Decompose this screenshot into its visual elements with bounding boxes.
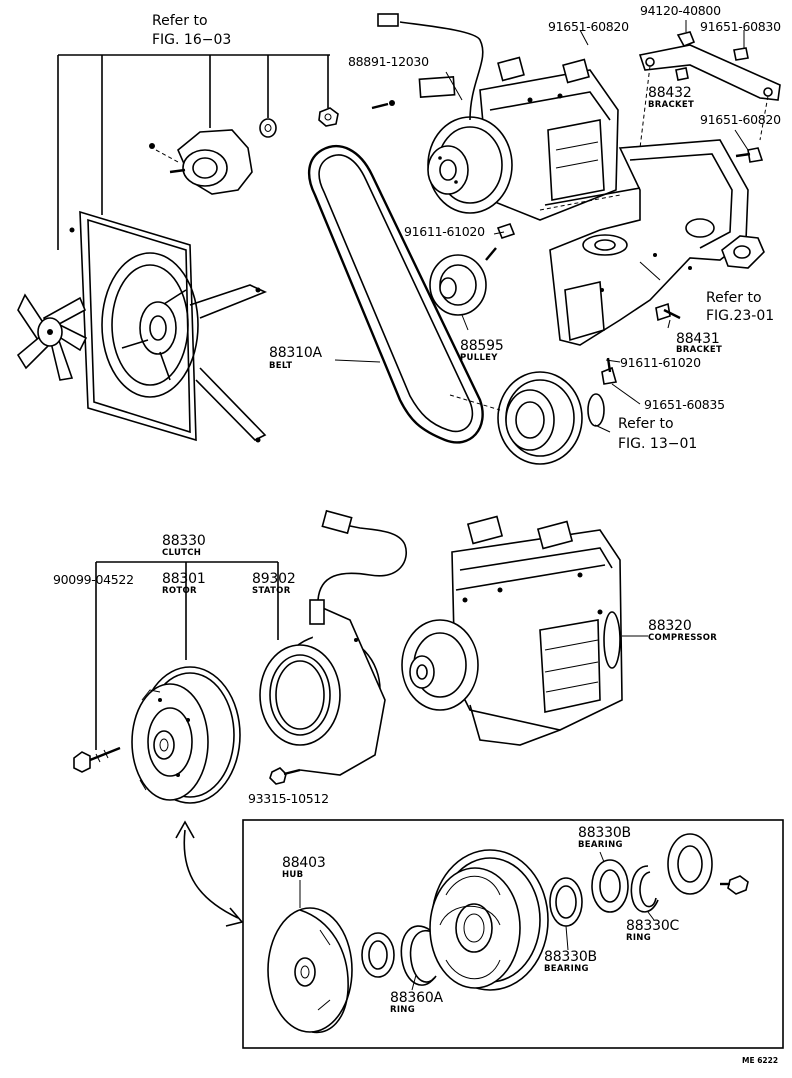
part-88403: 88403: [282, 855, 326, 871]
stator-screw: [269, 767, 301, 785]
detail-nut: [720, 875, 749, 895]
cover-plate: [667, 833, 713, 895]
part-91651-60835: 91651-60835: [644, 397, 725, 412]
refer-fig-13-01-line2: FIG. 13−01: [618, 436, 698, 452]
label-plate: [418, 75, 456, 99]
refer-fig-16-03-line1: Refer to: [152, 13, 208, 29]
part-88403-name: HUB: [282, 870, 304, 880]
field-coil-stator: [259, 509, 407, 776]
clutch-bracket-leader: [95, 561, 279, 750]
compressor-top-assembly: [377, 13, 619, 221]
small-bolt: [371, 100, 395, 110]
refer-fig-13-01-line1: Refer to: [618, 416, 674, 432]
part-88320-name: COMPRESSOR: [648, 633, 718, 643]
part-88330-name: CLUTCH: [162, 548, 202, 558]
part-91611-61020-top: 91611-61020: [404, 224, 485, 239]
detail-box: [242, 819, 784, 1049]
part-88310a-name: BELT: [269, 361, 293, 371]
fan-shroud: [69, 210, 268, 443]
idler-pulley: [429, 247, 497, 331]
part-88320: 88320: [648, 618, 692, 634]
bearing-outer: [591, 859, 629, 913]
part-88330c-name: RING: [626, 933, 651, 943]
part-88432-name: BRACKET: [648, 100, 695, 110]
part-88595: 88595: [460, 338, 504, 354]
fan-blade: [16, 293, 88, 381]
part-91611-61020-bottom: 91611-61020: [620, 355, 701, 370]
part-88431-name: BRACKET: [676, 345, 723, 355]
part-88330: 88330: [162, 533, 206, 549]
part-89302-name: STATOR: [252, 586, 291, 596]
part-91651-60820-right: 91651-60820: [700, 112, 781, 127]
part-88360a: 88360A: [390, 990, 443, 1006]
snap-ring-88330c: [630, 865, 659, 913]
gasket-plate: [721, 235, 765, 269]
spacer-collar: [259, 118, 277, 138]
drive-belt: [307, 145, 484, 444]
part-88431: 88431: [676, 331, 720, 347]
shim: [361, 932, 395, 978]
part-91651-60820-top: 91651-60820: [548, 19, 629, 34]
refer-fig-23-01-line2: FIG.23-01: [706, 308, 775, 324]
part-88330b-top-name: BEARING: [578, 840, 623, 850]
drawing-code: ME 6222: [742, 1056, 779, 1065]
clutch-rotor-hub: [131, 666, 241, 804]
part-88330c: 88330C: [626, 918, 680, 934]
part-88891-12030: 88891-12030: [348, 54, 429, 69]
snap-ring-88360a: [400, 925, 437, 986]
refer-fig-16-03-leader: [57, 54, 330, 250]
part-88301-name: ROTOR: [162, 586, 197, 596]
part-88330b-top: 88330B: [578, 825, 631, 841]
clutch-hub-bolt: [73, 746, 121, 773]
leader-lines-top: [445, 20, 749, 405]
fan-motor: [149, 129, 253, 195]
part-88301: 88301: [162, 571, 206, 587]
bracket-88431: [539, 139, 749, 346]
part-89302: 89302: [252, 571, 296, 587]
part-91651-60830: 91651-60830: [700, 19, 781, 34]
nut: [318, 107, 339, 127]
part-88330b-bottom: 88330B: [544, 949, 597, 965]
part-94120-40800: 94120-40800: [640, 3, 721, 18]
part-88360a-name: RING: [390, 1005, 415, 1015]
compressor-body: [401, 515, 623, 746]
bracket-88432: [638, 44, 781, 149]
part-88595-name: PULLEY: [460, 353, 498, 363]
part-88432: 88432: [648, 85, 692, 101]
part-90099-04522: 90099-04522: [53, 572, 134, 587]
refer-fig-16-03-line2: FIG. 16−03: [152, 32, 232, 48]
bearing-inner: [549, 877, 583, 927]
part-88310a: 88310A: [269, 345, 322, 361]
leader-lines-bottom: [299, 851, 655, 991]
bolts-top-right: [675, 31, 764, 163]
bolts-mid-right: [496, 223, 681, 385]
hub-plate: [267, 907, 353, 1034]
part-88330b-bottom-name: BEARING: [544, 964, 589, 974]
part-93315-10512: 93315-10512: [248, 791, 329, 806]
refer-fig-23-01-line1: Refer to: [706, 290, 762, 306]
rotor-pulley: [429, 849, 549, 991]
detail-arrow: [175, 820, 244, 927]
crank-pulley: [449, 371, 611, 465]
